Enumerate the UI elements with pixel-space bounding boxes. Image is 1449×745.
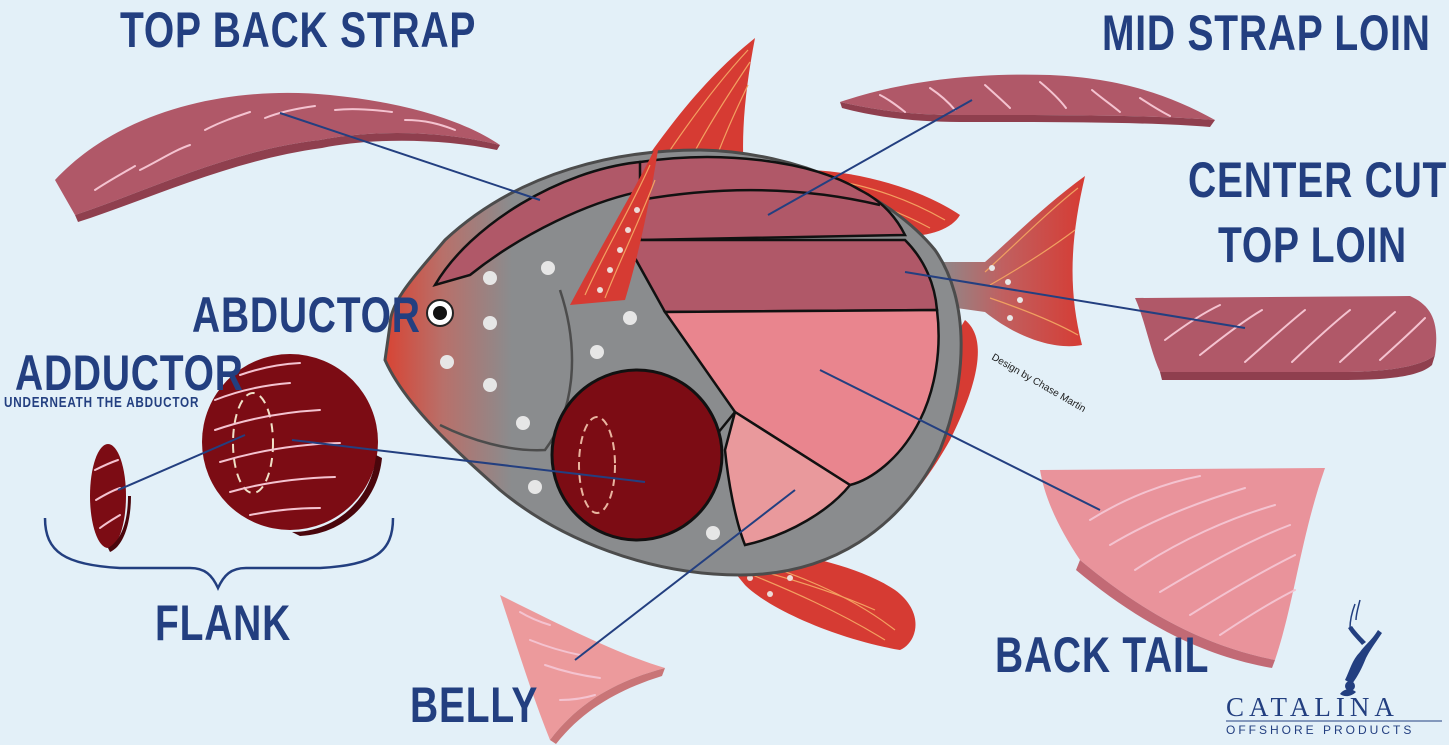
label-belly: BELLY — [410, 680, 538, 730]
label-abductor: ABDUCTOR — [192, 290, 421, 340]
diver-icon — [1340, 600, 1382, 696]
logo-name: CATALINA — [1226, 694, 1399, 721]
label-adductor-note: UNDERNEATH THE ABDUCTOR — [4, 395, 199, 410]
label-back-tail: BACK TAIL — [995, 630, 1209, 680]
label-center-cut-line1: CENTER CUT — [1188, 155, 1447, 205]
label-center-cut-line2: TOP LOIN — [1218, 220, 1407, 270]
logo-tagline: OFFSHORE PRODUCTS — [1226, 724, 1414, 736]
abductor-on-fish — [552, 370, 722, 540]
fish-body — [385, 148, 961, 575]
label-adductor: ADDUCTOR — [15, 348, 244, 398]
mid-strap-loin-region — [640, 157, 905, 240]
label-top-back-strap: TOP BACK STRAP — [120, 5, 476, 55]
adductor-piece — [90, 444, 126, 548]
center-cut-region — [625, 240, 937, 312]
label-mid-strap-loin: MID STRAP LOIN — [1102, 8, 1431, 58]
label-flank: FLANK — [155, 598, 291, 648]
center-cut-piece — [1135, 296, 1436, 372]
